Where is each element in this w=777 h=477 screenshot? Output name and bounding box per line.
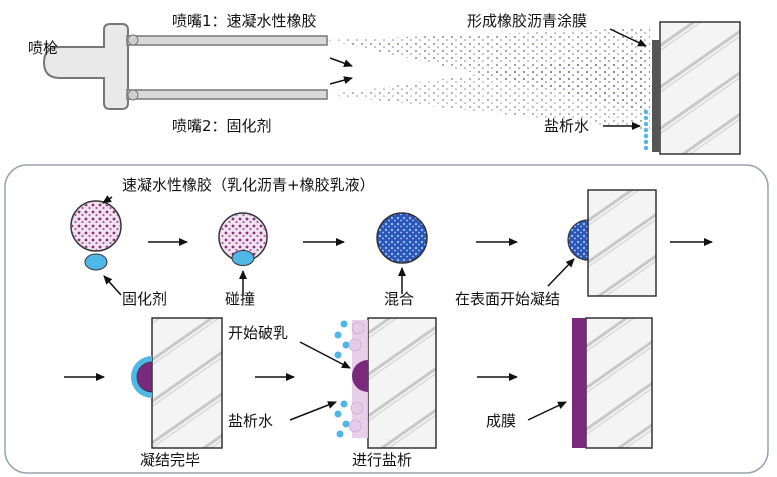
nozzle1-label: 喷嘴1：速凝水性橡胶 (172, 12, 317, 30)
nozzle1-tube (126, 35, 328, 46)
wall-step4 (587, 189, 657, 297)
mixed-particle (376, 212, 428, 264)
formed-film (572, 318, 586, 448)
colliding-curing-agent (231, 250, 255, 266)
wall-step5 (151, 317, 223, 449)
salt-water-drops-top (643, 109, 649, 151)
wall-top (659, 21, 741, 155)
salt-water-label-bottom: 盐析水 (228, 412, 274, 430)
wall-step6 (367, 317, 437, 449)
coagulating-particle (567, 219, 589, 261)
emulsion-label: 速凝水性橡胶（乳化沥青+橡胶乳液） (122, 176, 375, 194)
wall-step7 (585, 317, 653, 449)
film-pointer (527, 401, 567, 421)
film-label: 成膜 (486, 412, 517, 430)
salt-water-label-top: 盐析水 (544, 117, 590, 135)
curing-agent-drop (84, 253, 108, 271)
mixing-label: 混合 (384, 290, 415, 308)
rubber-asphalt-film (652, 40, 660, 152)
colliding-emulsion-dots (220, 214, 266, 260)
coating-label: 形成橡胶沥青涂膜 (467, 12, 588, 30)
demulsify-pointer (299, 341, 351, 369)
coagulation-pointer (547, 258, 575, 287)
spray-gun-label: 喷枪 (28, 39, 59, 57)
curing-agent-label: 固化剂 (122, 290, 168, 308)
coating-pointer (609, 28, 647, 47)
spray-cones (327, 28, 650, 130)
salting-out-label: 进行盐析 (352, 451, 413, 469)
salt-water-pointer-2 (289, 401, 337, 421)
curing-agent-pointer (103, 275, 122, 296)
nozzle2-tube (126, 89, 328, 100)
nozzle2-label: 喷嘴2：固化剂 (172, 117, 272, 135)
surface-coagulation-label: 在表面开始凝结 (455, 290, 561, 308)
coagulated-particle (136, 361, 153, 393)
emulsion-particle-dots (72, 202, 120, 250)
spray-gun (42, 23, 328, 110)
coagulation-done-label: 凝结完毕 (140, 451, 201, 469)
demulsify-label: 开始破乳 (228, 324, 289, 342)
salting-out-layer (334, 320, 368, 438)
emulsion-pointer (102, 195, 113, 204)
collision-label: 碰撞 (225, 290, 256, 308)
